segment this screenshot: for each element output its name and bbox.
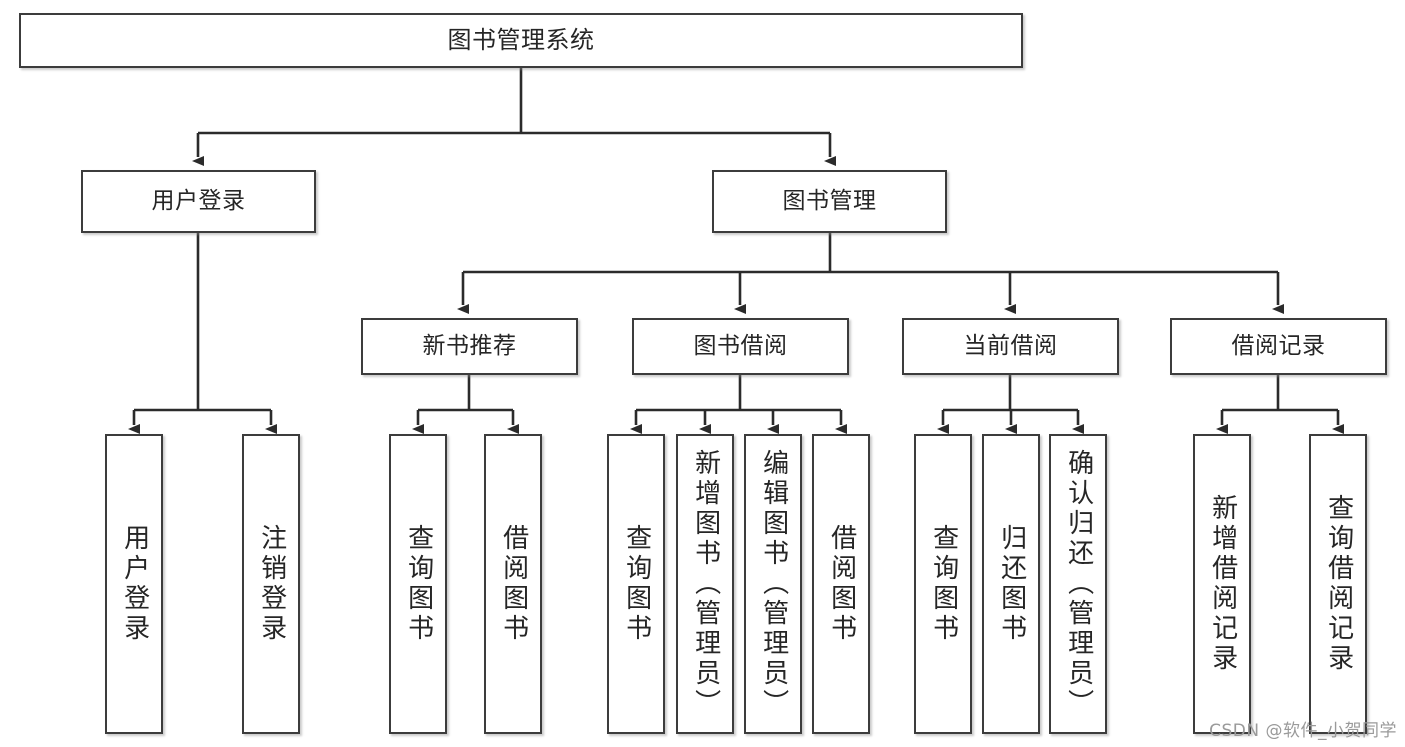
node-label: 用户登录: [119, 524, 150, 644]
leaf-confirm-return-admin[interactable]: 确认归还（管理员）: [1049, 434, 1107, 734]
node-label: 查询图书: [403, 524, 434, 644]
node-label: 当前借阅: [963, 332, 1058, 359]
leaf-borrow-book-recommend[interactable]: 借阅图书: [484, 434, 542, 734]
node-label: 图书管理: [782, 187, 877, 214]
node-label: 借阅图书: [826, 524, 857, 644]
node-label: 归还图书: [996, 524, 1027, 644]
node-label: 新增图书（管理员）: [690, 449, 721, 719]
leaf-return-book[interactable]: 归还图书: [982, 434, 1040, 734]
node-book-management-system[interactable]: 图书管理系统: [19, 13, 1023, 68]
node-label: 图书管理系统: [447, 26, 595, 55]
leaf-add-book-admin[interactable]: 新增图书（管理员）: [676, 434, 734, 734]
node-label: 图书借阅: [693, 332, 788, 359]
node-user-login[interactable]: 用户登录: [81, 170, 316, 233]
node-label: 确认归还（管理员）: [1063, 449, 1094, 719]
leaf-query-book-current[interactable]: 查询图书: [914, 434, 972, 734]
node-borrow-record[interactable]: 借阅记录: [1170, 318, 1387, 375]
leaf-add-borrow-record[interactable]: 新增借阅记录: [1193, 434, 1251, 734]
node-label: 借阅记录: [1231, 332, 1326, 359]
node-new-book-recommend[interactable]: 新书推荐: [361, 318, 578, 375]
node-label: 用户登录: [151, 187, 246, 214]
node-current-borrow[interactable]: 当前借阅: [902, 318, 1119, 375]
node-label: 借阅图书: [498, 524, 529, 644]
leaf-user-login[interactable]: 用户登录: [105, 434, 163, 734]
csdn-watermark: CSDN @软件_小贺同学: [1209, 721, 1397, 741]
node-label: 查询图书: [928, 524, 959, 644]
node-label: 注销登录: [256, 524, 287, 644]
node-book-borrow[interactable]: 图书借阅: [632, 318, 849, 375]
node-label: 编辑图书（管理员）: [758, 449, 789, 719]
leaf-query-book-borrow[interactable]: 查询图书: [607, 434, 665, 734]
node-label: 新增借阅记录: [1207, 494, 1238, 674]
node-label: 新书推荐: [422, 332, 517, 359]
node-label: 查询图书: [621, 524, 652, 644]
leaf-query-borrow-record[interactable]: 查询借阅记录: [1309, 434, 1367, 734]
leaf-logout[interactable]: 注销登录: [242, 434, 300, 734]
leaf-borrow-book[interactable]: 借阅图书: [812, 434, 870, 734]
node-book-management[interactable]: 图书管理: [712, 170, 947, 233]
node-label: 查询借阅记录: [1323, 494, 1354, 674]
leaf-edit-book-admin[interactable]: 编辑图书（管理员）: [744, 434, 802, 734]
leaf-query-book-recommend[interactable]: 查询图书: [389, 434, 447, 734]
